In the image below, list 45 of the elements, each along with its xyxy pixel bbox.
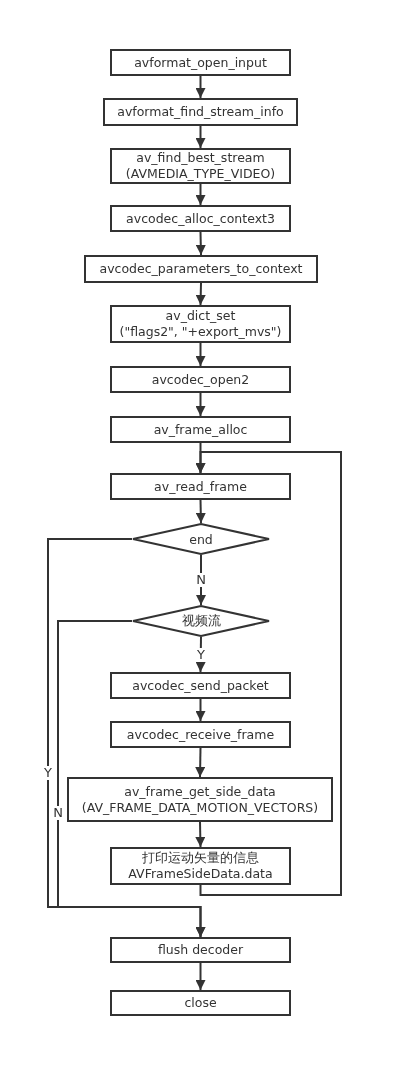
arrow	[195, 962, 206, 991]
text-line: 打印运动矢量的信息	[142, 850, 259, 866]
edge-label: Y	[43, 766, 53, 780]
arrow	[195, 342, 206, 367]
text-line: AVFrameSideData.data	[128, 866, 273, 882]
arrow	[195, 392, 206, 417]
process-box: avcodec_open2	[110, 366, 291, 393]
process-box: avcodec_receive_frame	[110, 721, 291, 748]
text-line: av_find_best_stream	[136, 150, 265, 166]
arrow	[195, 698, 206, 722]
process-box: flush decoder	[110, 937, 291, 963]
text-line: ("flags2", "+export_mvs")	[119, 324, 282, 340]
arrow	[195, 451, 342, 896]
text-line: (AV_FRAME_DATA_MOTION_VECTORS)	[81, 799, 319, 816]
edge-label: N	[195, 573, 207, 587]
process-box	[110, 847, 291, 885]
process-box: avcodec_send_packet	[110, 672, 291, 699]
arrow	[195, 183, 206, 206]
process-box	[110, 305, 291, 343]
decision-diamond	[132, 605, 270, 637]
process-box: avcodec_alloc_context3	[110, 205, 291, 232]
decision-diamond	[132, 523, 270, 555]
arrow	[195, 282, 206, 306]
process-box: av_read_frame	[110, 473, 291, 500]
process-box: av_frame_alloc	[110, 416, 291, 443]
arrow	[57, 620, 206, 938]
arrow	[195, 499, 206, 524]
arrow	[195, 75, 206, 99]
process-box: avformat_open_input	[110, 49, 291, 76]
decision-text: 视频流	[181, 612, 221, 630]
text-line: (AVMEDIA_TYPE_VIDEO)	[125, 166, 276, 182]
edge-label: Y	[196, 648, 206, 662]
decision-text: end	[189, 531, 213, 547]
text-line: av_frame_get_side_data	[124, 783, 276, 800]
arrow	[195, 821, 206, 848]
process-box	[110, 148, 291, 184]
edge-label: N	[52, 806, 64, 820]
process-box: avformat_find_stream_info	[103, 98, 298, 126]
arrow	[195, 231, 206, 256]
process-box: avcodec_parameters_to_context	[84, 255, 318, 283]
process-box	[67, 777, 333, 822]
arrow	[195, 125, 206, 149]
process-box: close	[110, 990, 291, 1016]
text-line: av_dict_set	[165, 308, 236, 324]
arrow	[195, 747, 206, 778]
